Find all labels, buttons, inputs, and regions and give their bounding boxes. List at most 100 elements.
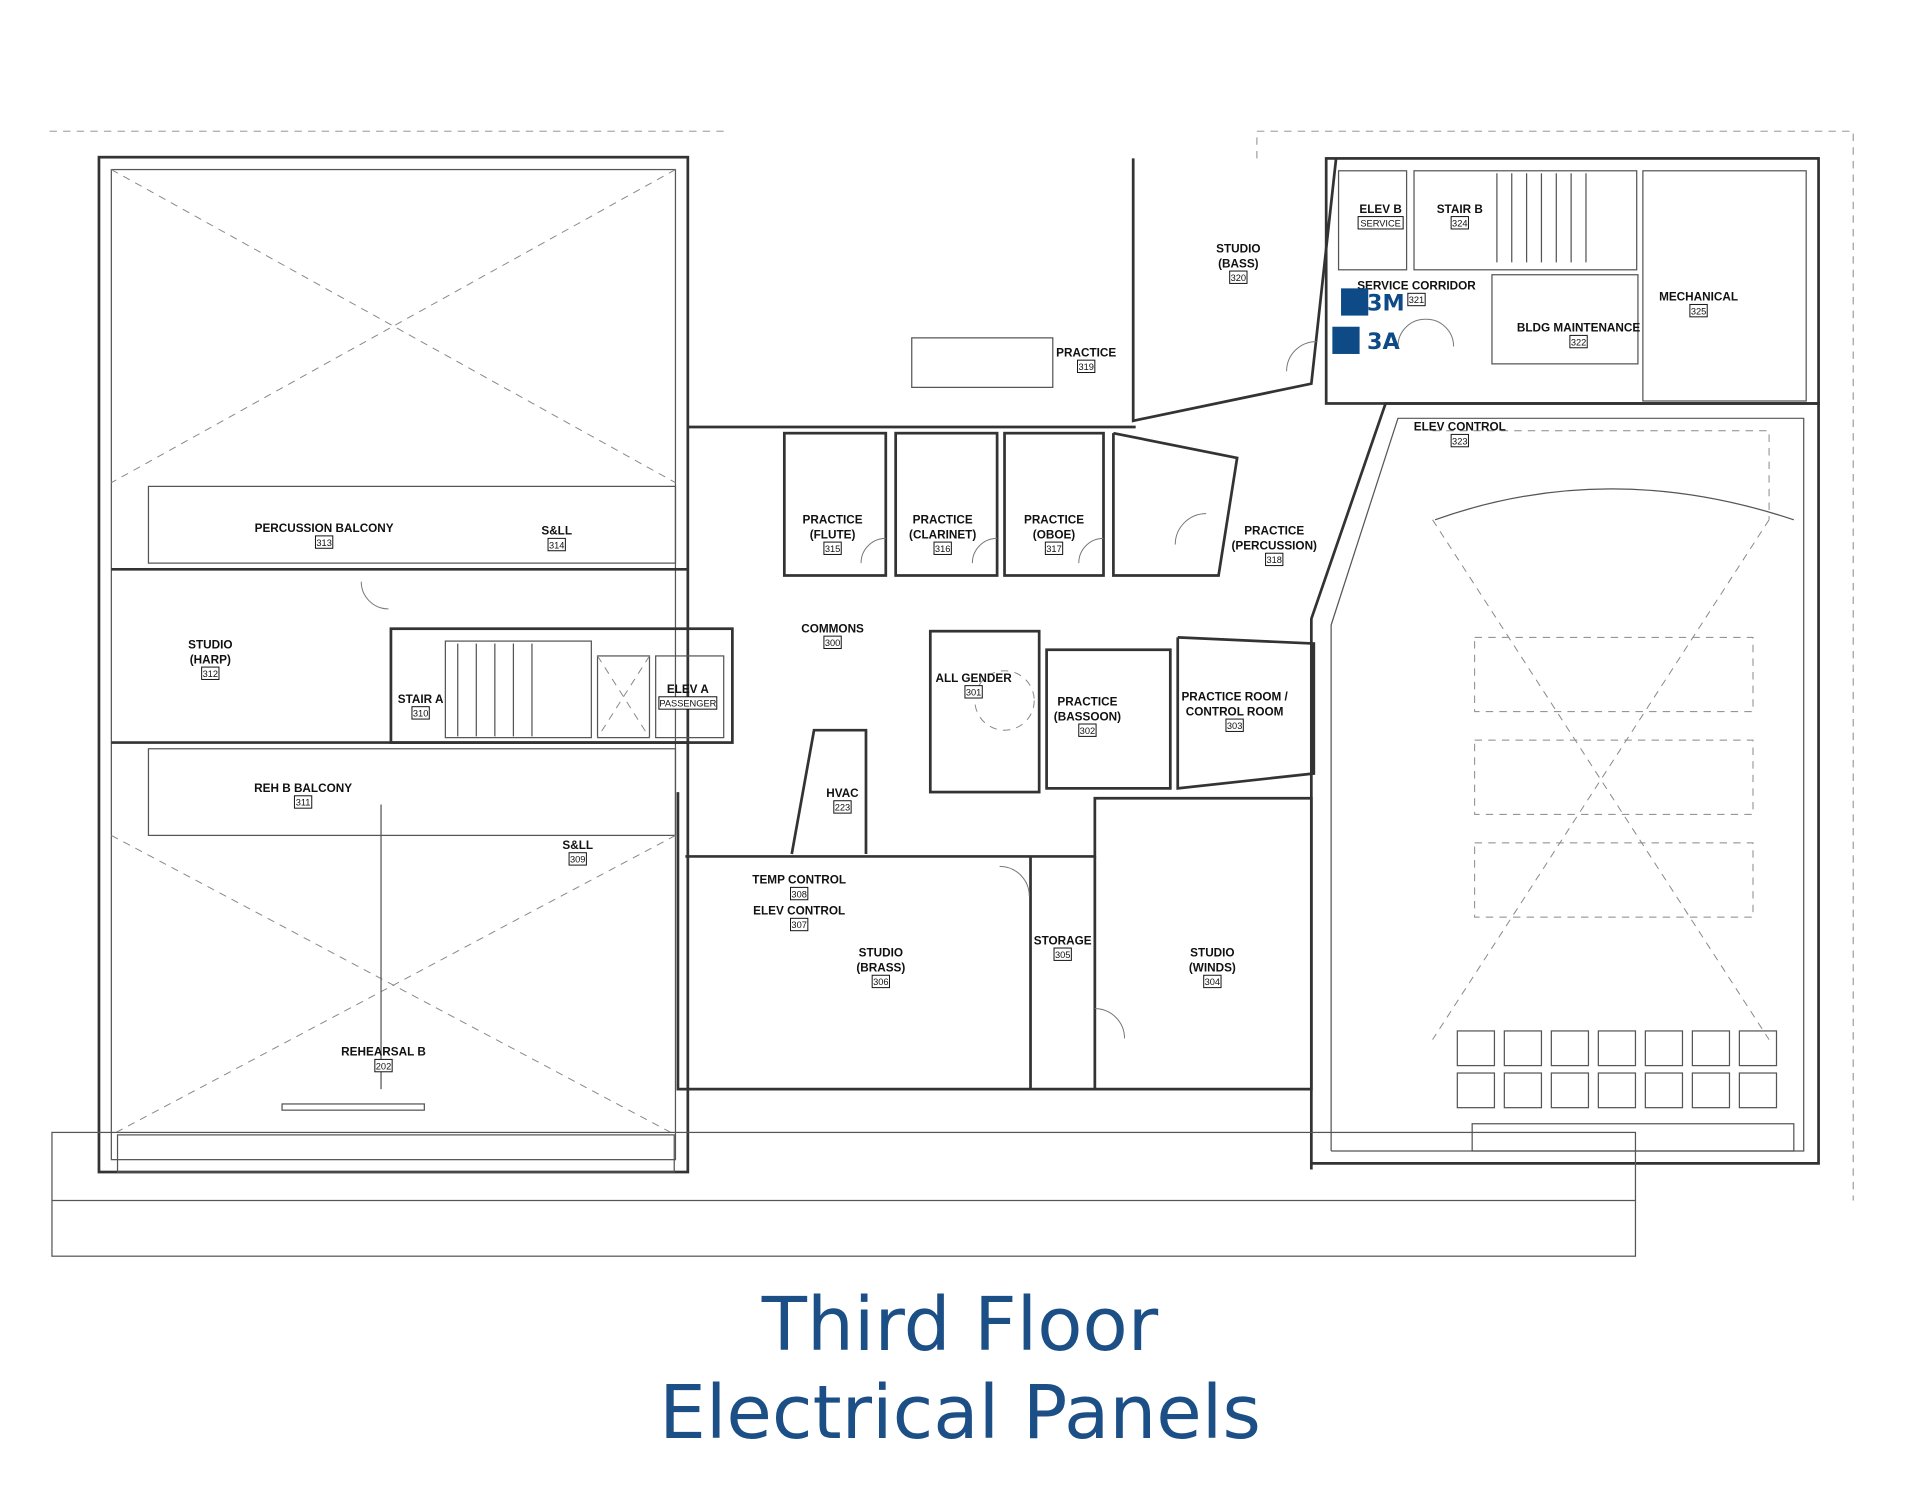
panel-3a-marker[interactable] <box>1332 326 1360 354</box>
room-name: (OBOE) <box>1033 528 1076 541</box>
room-name: REHEARSAL B <box>341 1046 426 1059</box>
room-number-box <box>1569 334 1588 349</box>
panel-3m-marker[interactable] <box>1341 288 1369 316</box>
room-label: STUDIO(WINDS)304 <box>1189 947 1236 989</box>
room-label: STUDIO(HARP)312 <box>188 639 233 680</box>
room-number: 300 <box>825 638 840 648</box>
room-name: STORAGE <box>1034 934 1092 947</box>
room-label: S&LL 309 <box>562 839 593 866</box>
room-name: ELEV CONTROL <box>1414 421 1506 434</box>
room-number-box <box>658 696 718 710</box>
room-name: (FLUTE) <box>810 528 856 541</box>
room-name: (CLARINET) <box>909 528 976 541</box>
room-name: (HARP) <box>190 653 231 666</box>
room-name: ALL GENDER <box>936 672 1013 685</box>
room-label: PRACTICE ROOM / CONTROL ROOM 303 <box>1181 690 1289 732</box>
room-number: 306 <box>873 977 888 987</box>
room-label: ELEV CONTROL 323 <box>1414 421 1506 448</box>
door-swings <box>360 318 1455 1039</box>
room-number: 317 <box>1046 544 1061 554</box>
room-number-box <box>1203 974 1222 989</box>
room-name: PRACTICE ROOM / <box>1181 690 1288 703</box>
room-number-box <box>1225 718 1244 732</box>
room-label: ELEV B SERVICE <box>1357 203 1404 230</box>
room-number: PASSENGER <box>659 699 716 709</box>
room-number-box <box>1265 552 1284 567</box>
room-label: STAIR B 324 <box>1437 203 1483 230</box>
room-name: PRACTICE <box>1024 514 1084 527</box>
room-name: (BRASS) <box>856 962 905 975</box>
title-line-1: Third Floor <box>761 1282 1159 1368</box>
room-name: PRACTICE <box>1244 525 1304 538</box>
room-name: BLDG MAINTENANCE <box>1517 322 1641 335</box>
room-label: BLDG MAINTENANCE 322 <box>1517 322 1641 349</box>
room-label: PRACTICE(PERCUSSION)318 <box>1231 525 1317 567</box>
room-number-box <box>823 635 842 650</box>
room-number-box <box>568 852 587 866</box>
room-number: 223 <box>835 803 850 813</box>
room-name: COMMONS <box>801 622 864 635</box>
room-name: (PERCUSSION) <box>1231 540 1317 553</box>
room-name: PRACTICE <box>1056 346 1116 359</box>
room-number-box <box>833 800 852 814</box>
room-number: 322 <box>1571 337 1586 347</box>
room-number: 303 <box>1227 721 1242 731</box>
room-number-box <box>411 706 430 720</box>
room-label: PRACTICE (BASSOON) 302 <box>1054 695 1121 737</box>
room-name: STUDIO <box>1216 242 1260 255</box>
room-labels: STUDIO(BASS)320 ELEV B SERVICE STAIR B 324SE… <box>188 203 1738 1073</box>
room-name: STUDIO <box>188 639 232 652</box>
room-name: S&LL <box>562 839 593 852</box>
room-name: STAIR B <box>1437 203 1483 216</box>
room-number: 324 <box>1452 218 1467 228</box>
title-line-2: Electrical Panels <box>659 1370 1261 1456</box>
room-number-box <box>1450 216 1469 230</box>
electrical-panel-3m[interactable]: 3M <box>1341 288 1405 317</box>
room-name: ELEV B <box>1359 203 1401 216</box>
room-name: PRACTICE <box>913 514 973 527</box>
room-number-box <box>1357 216 1404 230</box>
room-number: SERVICE <box>1360 218 1401 228</box>
room-number-box <box>201 666 220 680</box>
room-number: 316 <box>935 544 950 554</box>
room-name: STAIR A <box>398 693 444 706</box>
room-name: PRACTICE <box>1057 695 1117 708</box>
room-number: 323 <box>1452 436 1467 446</box>
room-number-box <box>1407 292 1426 307</box>
electrical-panel-3a[interactable]: 3A <box>1332 326 1400 355</box>
room-number: 325 <box>1691 306 1706 316</box>
room-number-box <box>314 535 334 549</box>
room-number-box <box>1229 270 1248 284</box>
room-label: REH B BALCONY 311 <box>254 782 352 809</box>
room-name: (BASSOON) <box>1054 710 1121 723</box>
room-label: STUDIO(BASS)320 <box>1216 242 1261 284</box>
room-name: ELEV A <box>667 683 710 696</box>
panel-3a-label: 3A <box>1367 329 1400 355</box>
room-name: CONTROL ROOM <box>1186 705 1284 718</box>
room-number: 308 <box>791 889 806 899</box>
room-number: 311 <box>296 798 311 808</box>
room-number: 302 <box>1080 726 1095 736</box>
panel-3m-label: 3M <box>1367 291 1405 317</box>
room-label: COMMONS 300 <box>801 622 864 650</box>
room-label: PRACTICE(CLARINET) 316 <box>909 514 976 555</box>
room-number-box <box>933 541 952 555</box>
room-number-box <box>293 795 313 809</box>
room-number: 314 <box>549 540 564 550</box>
room-label: ELEV A PASSENGER <box>658 683 718 710</box>
room-name: REH B BALCONY <box>254 782 352 795</box>
room-number: 310 <box>413 709 428 719</box>
room-number-box <box>374 1058 393 1073</box>
room-name: SERVICE CORRIDOR <box>1357 280 1476 293</box>
room-number: 309 <box>570 855 585 865</box>
room-number-box <box>790 886 809 901</box>
room-number-box <box>1078 723 1097 737</box>
room-number-box <box>1044 541 1064 555</box>
